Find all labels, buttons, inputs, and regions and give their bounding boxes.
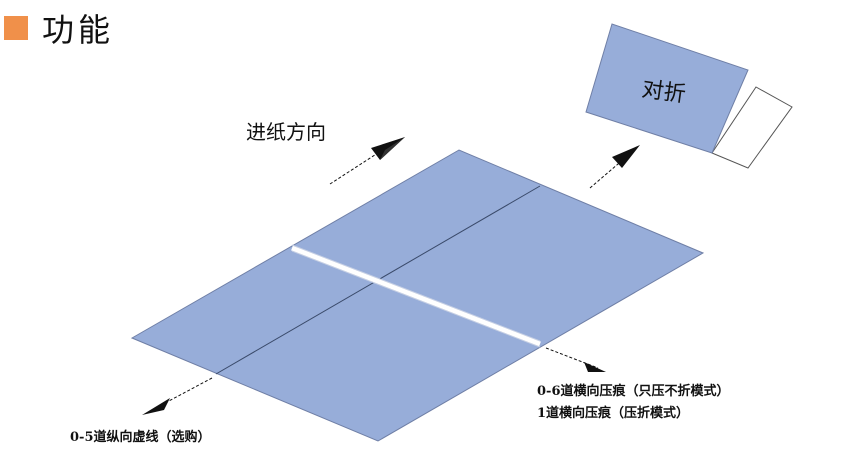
fold-output-arrow	[589, 145, 640, 189]
perforation-arrow	[142, 377, 213, 415]
crease-bar	[291, 245, 541, 347]
header-title: 功能	[42, 11, 115, 49]
fold-label: 对折	[640, 77, 688, 108]
feed-direction-arrow	[329, 137, 405, 185]
perforation-label: 0-5道纵向虚线（选购）	[70, 430, 211, 445]
folded-sheet	[585, 23, 793, 169]
feed-direction-label: 进纸方向	[246, 120, 326, 144]
crease-label-line2: 1道横向压痕（压折模式）	[537, 406, 690, 421]
header-bullet-square	[4, 16, 28, 40]
crease-arrow	[545, 347, 606, 372]
crease-label-line1: 0-6道横向压痕（只压不折模式）	[537, 384, 730, 399]
header: 功能	[4, 8, 115, 49]
paper-sheet	[130, 149, 705, 442]
